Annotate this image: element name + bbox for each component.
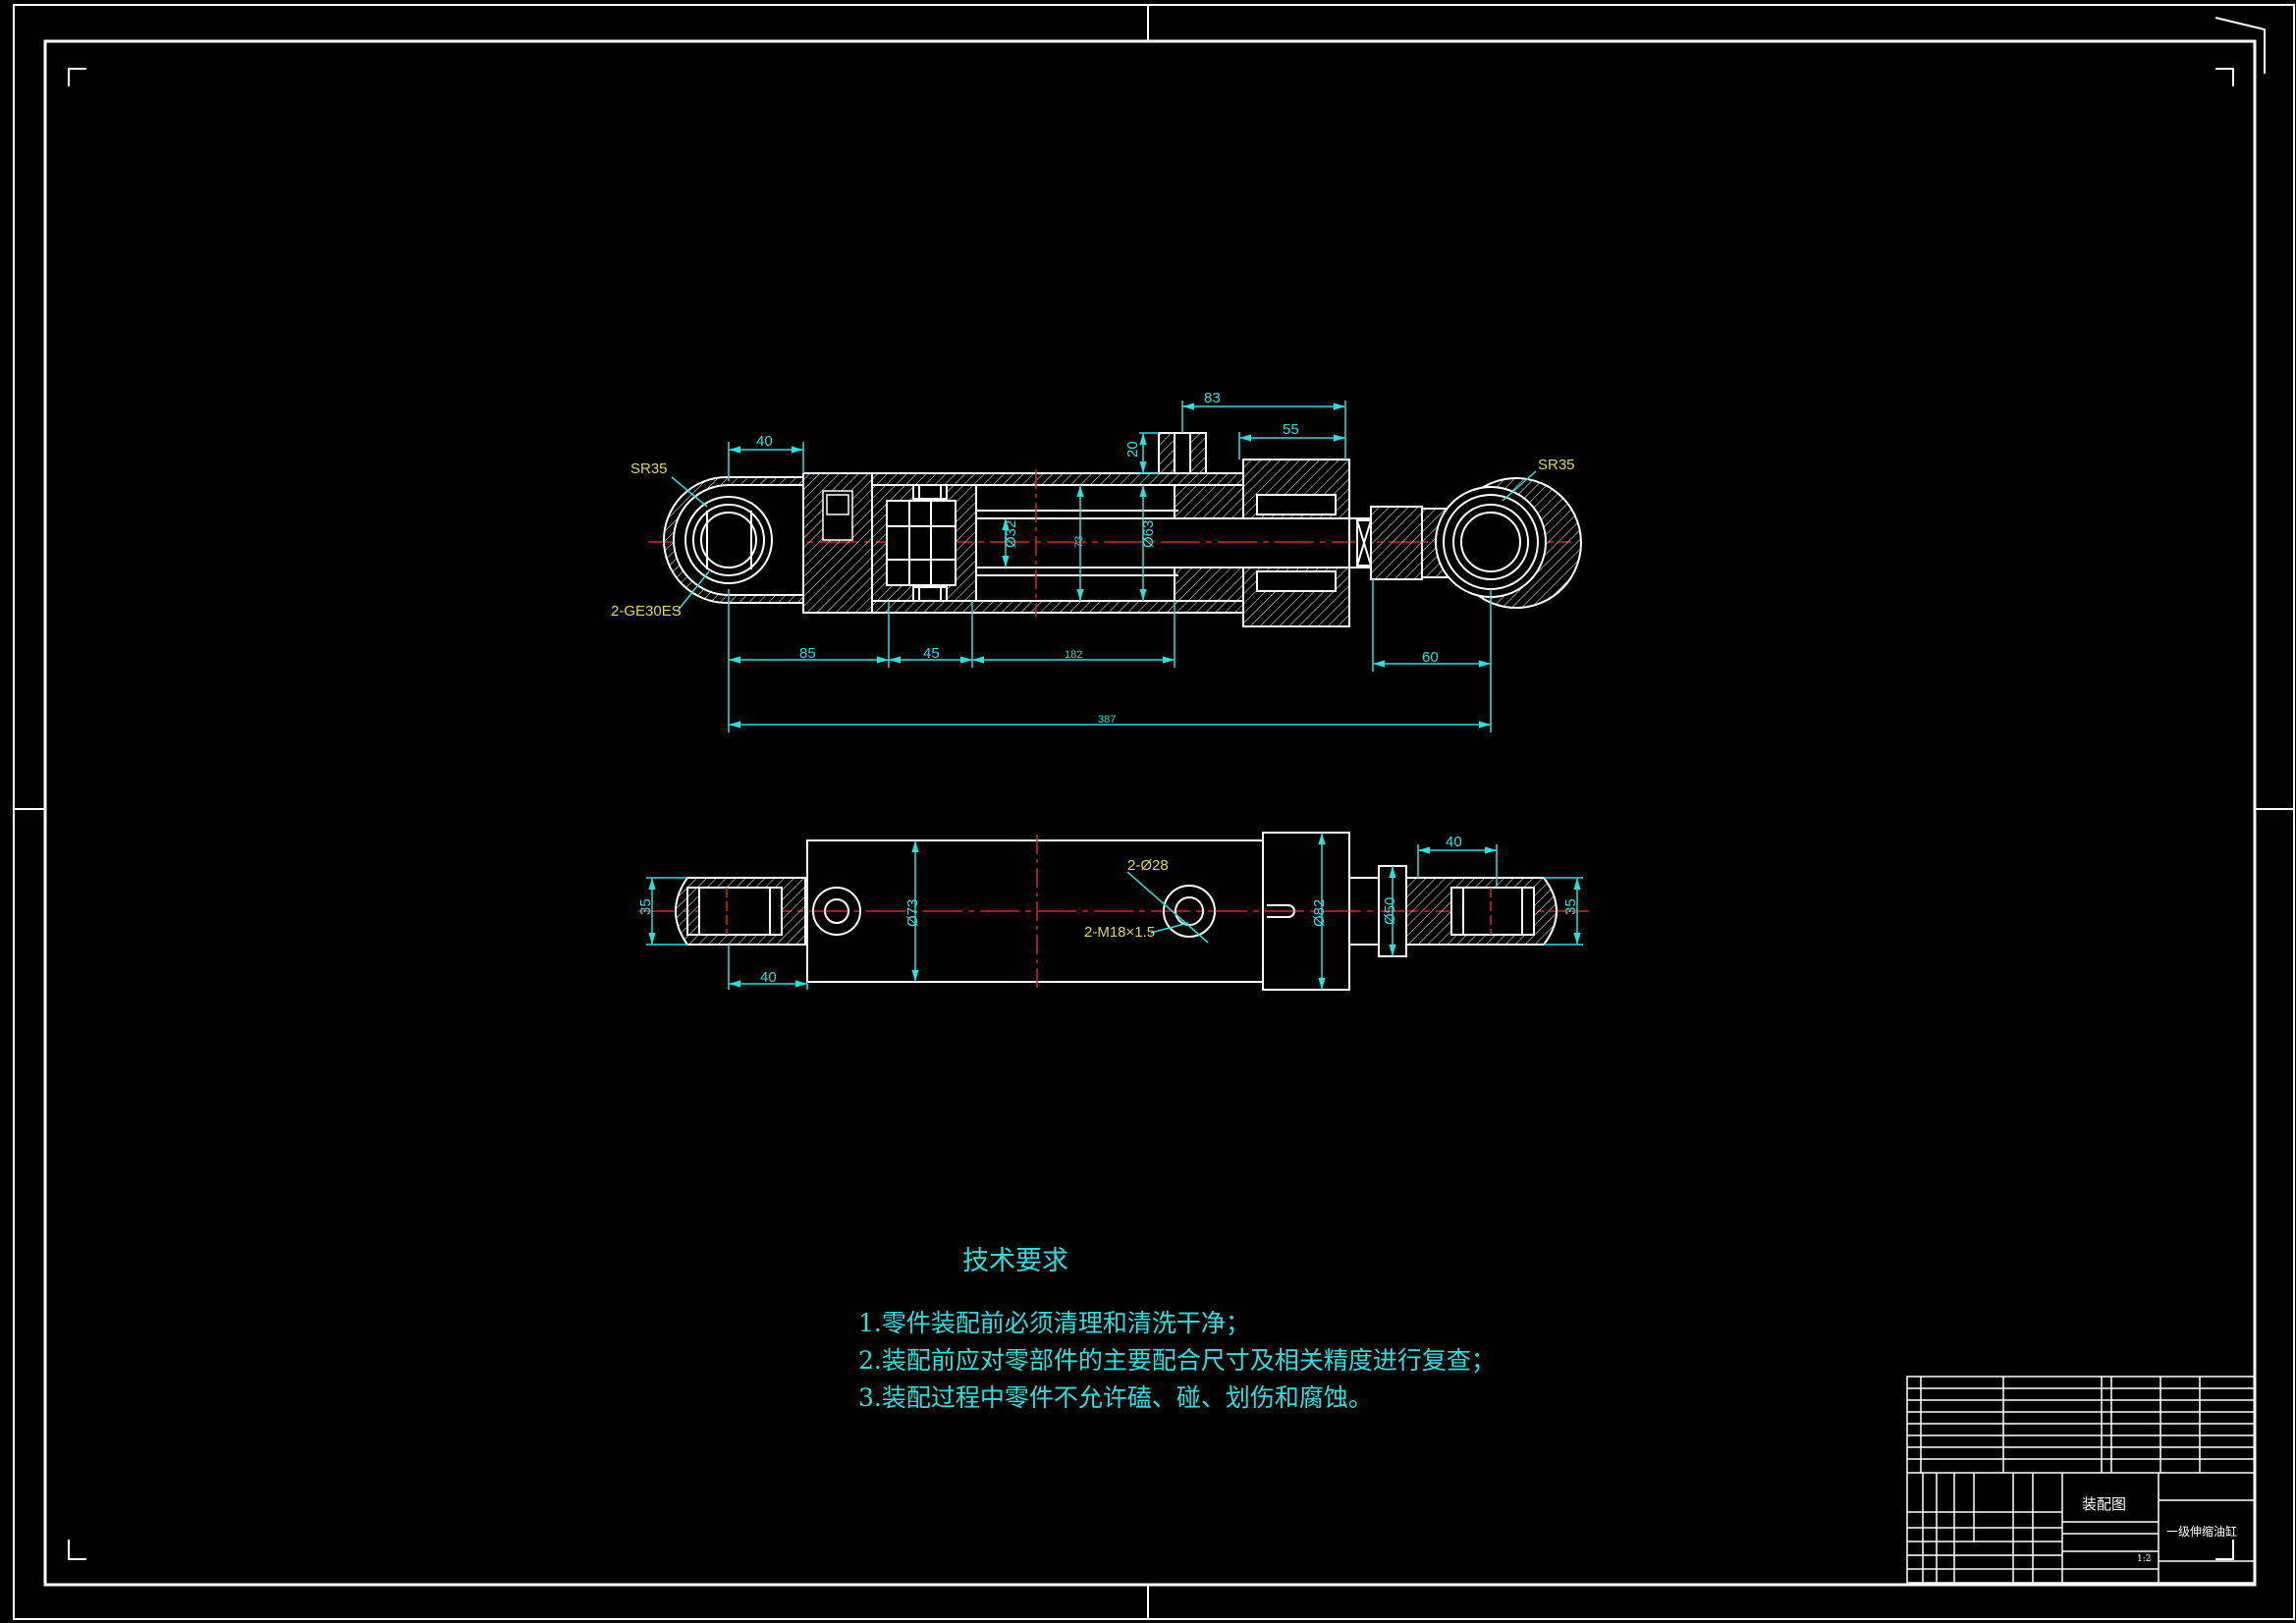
oil-port (1158, 432, 1207, 474)
label-sr35-right: SR35 (1538, 457, 1575, 473)
dim-83: 83 (1204, 390, 1221, 406)
cylinder-barrel (871, 472, 1244, 614)
top-left-eye (675, 877, 806, 946)
label-thread: 2-M18×1.5 (1084, 924, 1155, 941)
dim-phi82: Ø82 (1311, 899, 1328, 927)
dim-85: 85 (799, 645, 816, 662)
label-bearing: 2-GE30ES (611, 603, 682, 620)
front-section-view: 40 83 55 20 85 45 182 60 387 Ø32 73 Ø63 … (611, 390, 1582, 732)
dim-40-right: 40 (1446, 834, 1462, 850)
dim-phi73: Ø73 (904, 899, 921, 927)
title-block (1906, 1376, 2256, 1584)
dim-73: 73 (1073, 536, 1085, 548)
sheet-frame (13, 4, 2295, 1620)
dim-35-left: 35 (637, 898, 654, 915)
gland-head (1174, 459, 1350, 627)
dim-35-right: 35 (1562, 898, 1579, 915)
title-drawing-name: 装配图 (2082, 1495, 2126, 1513)
top-dimensions (646, 833, 1583, 990)
label-sr35-left: SR35 (630, 460, 668, 477)
dim-182: 182 (1065, 649, 1082, 661)
title-part-name: 一级伸缩油缸 (2166, 1524, 2237, 1539)
dim-phi32: Ø32 (1003, 520, 1019, 548)
title-scale: 1:2 (2137, 1554, 2151, 1564)
dim-387: 387 (1098, 714, 1116, 726)
right-clevis-eye (1348, 477, 1582, 609)
left-clevis-eye (663, 476, 804, 604)
label-port-dia: 2-Ø28 (1127, 857, 1169, 874)
front-dimensions (671, 401, 1537, 732)
dim-20: 20 (1124, 441, 1141, 458)
top-cylinder-body (806, 835, 1264, 990)
dim-60: 60 (1422, 649, 1439, 666)
dim-55: 55 (1283, 421, 1299, 438)
piston (871, 484, 977, 602)
dim-45: 45 (923, 645, 940, 662)
dim-phi63: Ø63 (1140, 520, 1157, 548)
dim-40-left: 40 (760, 969, 777, 986)
dim-phi50: Ø50 (1382, 897, 1398, 925)
top-view: 35 40 Ø73 Ø82 Ø50 40 35 2-Ø28 2-M18×1.5 (637, 832, 1591, 991)
dim-40-top: 40 (756, 433, 773, 450)
top-right-eye (1405, 877, 1558, 946)
